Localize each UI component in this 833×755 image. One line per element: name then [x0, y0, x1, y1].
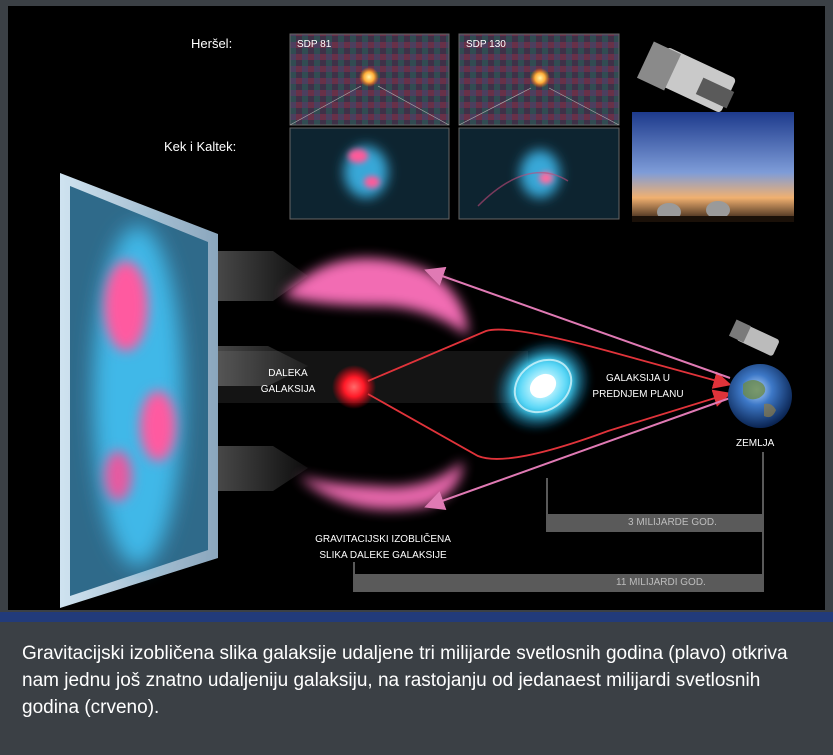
distant-galaxy-label-line2: GALAKSIJA: [260, 384, 316, 395]
distance-11-label: 11 MILIJARDI GOD.: [616, 577, 706, 588]
lensing-diagram: Heršel: Kek i Kaltek: SDP 81 SDP 130 DAL…: [8, 6, 825, 610]
accent-divider: [0, 612, 833, 622]
light-paths: [367, 328, 732, 460]
figure-caption: Gravitacijski izobličena slika galaksije…: [22, 643, 788, 718]
lensed-arc-lower: [298, 461, 463, 510]
distance-bar-11: [353, 532, 764, 592]
herschel-image-sdp81: [289, 33, 450, 126]
observatory-illustration: [632, 112, 794, 222]
herschel-label: Heršel:: [191, 36, 233, 51]
sdp81-label: SDP 81: [297, 39, 332, 50]
herschel-image-sdp130: [458, 33, 620, 126]
distance-bar-3: [546, 452, 764, 532]
foreground-galaxy-label-line1: GALAKSIJA U: [606, 373, 670, 384]
satellite-icon: [728, 319, 779, 356]
sdp130-label: SDP 130: [466, 39, 506, 50]
earth-label: ZEMLJA: [736, 438, 775, 449]
keck-image-sdp130: [458, 127, 620, 220]
foreground-galaxy-label-line2: PREDNJEM PLANU: [592, 389, 684, 400]
apparent-rays: [424, 266, 731, 511]
keck-label: Kek i Kaltek:: [164, 139, 237, 154]
diagram-canvas: [60, 33, 794, 608]
distant-galaxy: [332, 365, 376, 409]
keck-image-sdp81: [289, 127, 450, 220]
foreground-galaxy: [493, 339, 593, 433]
foreground-galaxy-label: GALAKSIJA U PREDNJEM PLANU: [588, 371, 688, 403]
distant-galaxy-label: DALEKA GALAKSIJA: [248, 366, 328, 398]
distorted-image-label: GRAVITACIJSKI IZOBLIČENA SLIKA DALEKE GA…: [308, 532, 458, 564]
lensed-arc-upper: [283, 258, 468, 336]
observed-image-panel: [60, 173, 218, 608]
distance-3-label: 3 MILIJARDE GOD.: [628, 517, 717, 528]
herschel-telescope-icon: [636, 41, 736, 112]
distorted-image-label-line1: GRAVITACIJSKI IZOBLIČENA: [315, 534, 451, 545]
distant-galaxy-label-line1: DALEKA: [268, 368, 308, 379]
distorted-image-label-line2: SLIKA DALEKE GALAKSIJE: [319, 550, 447, 561]
